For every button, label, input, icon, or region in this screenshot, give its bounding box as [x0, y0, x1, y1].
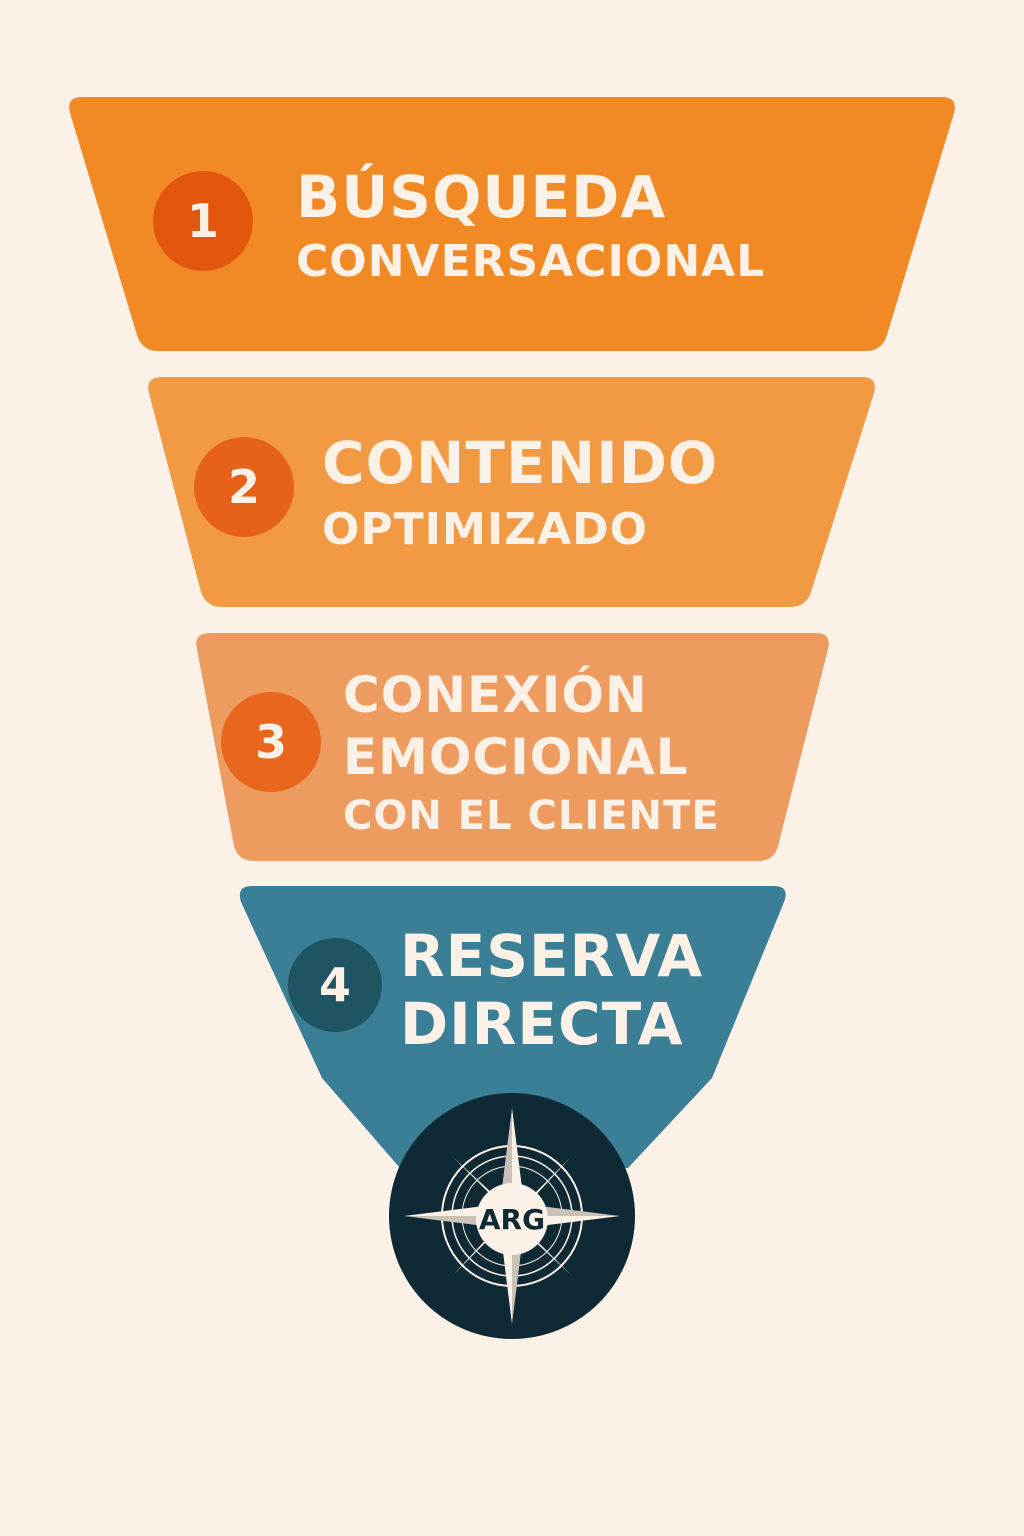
funnel-stage-1 [69, 97, 955, 351]
step-2-label-line-2: OPTIMIZADO [322, 504, 649, 555]
funnel-stage-2 [148, 377, 875, 607]
step-3-number-badge: 3 [221, 692, 321, 792]
step-1-label-line-1: BÚSQUEDA [296, 163, 667, 231]
logo-text: ARG [479, 1203, 545, 1236]
step-1-number: 1 [186, 194, 219, 248]
step-1-number-badge: 1 [153, 171, 253, 271]
step-2-label: CONTENIDO OPTIMIZADO [322, 434, 718, 552]
step-4-label-line-1: RESERVA [400, 922, 704, 990]
step-4-label-line-2: DIRECTA [400, 990, 684, 1058]
step-1-label: BÚSQUEDA CONVERSACIONAL [296, 168, 765, 284]
step-3-label: CONEXIÓN EMOCIONAL CON EL CLIENTE [343, 670, 720, 836]
step-2-label-line-1: CONTENIDO [322, 429, 719, 497]
step-4-label: RESERVA DIRECTA [400, 927, 703, 1053]
funnel-stage-3 [196, 633, 829, 861]
funnel-stage-4 [239, 886, 786, 1168]
step-3-number: 3 [254, 715, 287, 769]
step-3-label-line-2: EMOCIONAL [343, 728, 689, 786]
step-4-number-badge: 4 [288, 938, 382, 1032]
step-3-label-line-3: CON EL CLIENTE [343, 793, 720, 839]
step-4-number: 4 [318, 958, 351, 1012]
logo-center-badge [476, 1183, 548, 1255]
step-1-label-line-2: CONVERSACIONAL [296, 236, 766, 287]
step-3-label-line-1: CONEXIÓN [343, 666, 648, 724]
step-2-number-badge: 2 [194, 437, 294, 537]
compass-logo: ARG [389, 1093, 635, 1339]
step-2-number: 2 [227, 460, 260, 514]
